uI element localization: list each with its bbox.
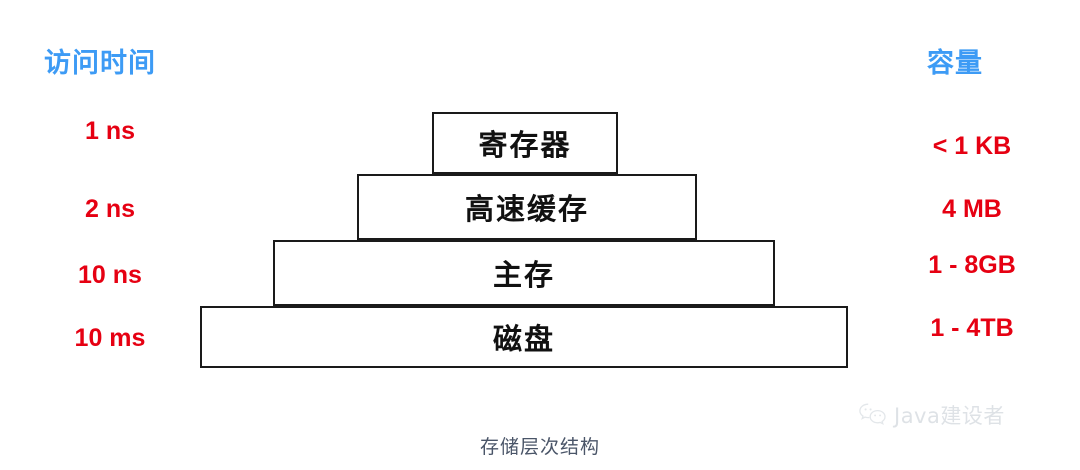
wechat-icon [858,402,888,428]
tier-disk-label: 磁盘 [492,322,555,356]
capacity-value-cache: 4 MB [942,195,1002,223]
tier-disk: 磁盘 [200,306,848,368]
access-time-value-memory: 10 ns [78,261,142,289]
tier-register-label: 寄存器 [478,128,572,162]
watermark-text: Java建设者 [894,404,1005,428]
access-time-value-cache: 2 ns [84,195,136,223]
capacity-value-memory: 1 - 8GB [928,251,1016,279]
tier-main-memory: 主存 [273,240,775,306]
capacity-heading: 容量 [927,48,983,78]
tier-main-memory-label: 主存 [492,258,555,292]
watermark: Java建设者 [858,400,1005,430]
access-time-value-disk: 10 ms [74,324,146,352]
access-time-value-register: 1 ns [84,117,136,145]
capacity-value-register: < 1 KB [932,132,1012,160]
access-time-heading: 访问时间 [44,48,156,78]
tier-cache: 高速缓存 [357,174,697,240]
storage-pyramid: 寄存器 高速缓存 主存 磁盘 [200,112,848,368]
diagram-caption: 存储层次结构 [479,436,600,458]
tier-register: 寄存器 [432,112,618,174]
tier-cache-label: 高速缓存 [464,192,589,226]
capacity-value-disk: 1 - 4TB [930,314,1014,342]
